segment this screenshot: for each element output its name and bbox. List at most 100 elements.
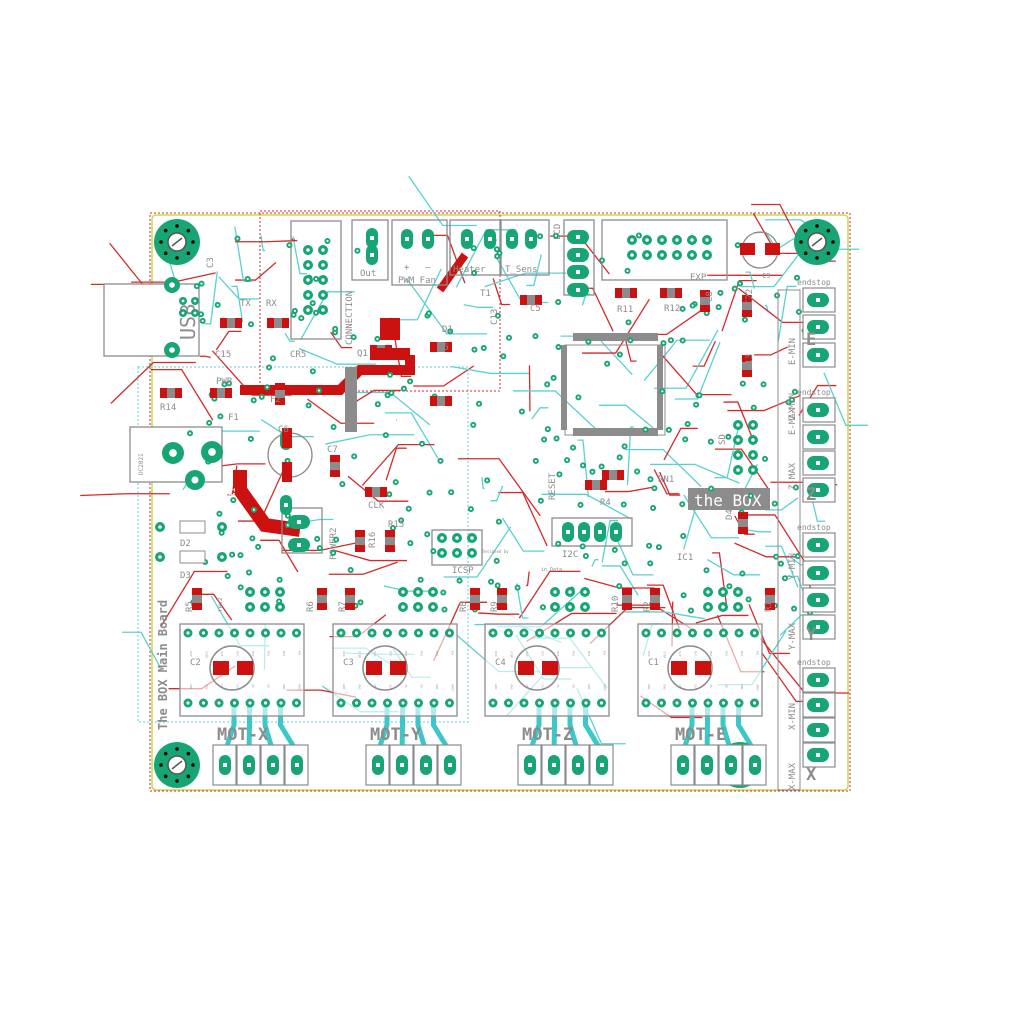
cap-pad: [518, 661, 534, 675]
via-drill: [341, 482, 344, 486]
drill-hole: [169, 347, 175, 353]
screw-slot: [171, 237, 183, 247]
sense-resistor: [497, 588, 507, 595]
endstop-title: endstop: [797, 523, 831, 532]
component-label: R12: [664, 304, 680, 314]
driver-pin-label: VMOT: [603, 684, 607, 691]
trace: [235, 261, 277, 281]
via-drill: [774, 555, 778, 558]
component-label: C13: [490, 309, 500, 325]
driver-pin-label: STEP: [510, 651, 514, 658]
component-label: CR5: [290, 350, 306, 360]
q1-pad: [370, 348, 410, 360]
trace: [745, 271, 756, 289]
via-drill: [400, 519, 403, 522]
drill-hole: [690, 253, 694, 257]
endstop-terminal: [802, 587, 836, 613]
via-drill: [555, 437, 558, 440]
trace: [695, 614, 749, 624]
drill-hole: [614, 530, 618, 534]
sense-resistor-body: [497, 595, 507, 603]
driver-pin-label: GND: [435, 684, 439, 690]
cap-pad: [366, 661, 382, 675]
drill-hole: [321, 308, 325, 312]
r16-resistor-body: [355, 537, 365, 545]
trace: [408, 175, 477, 227]
sense-resistor: [317, 588, 327, 595]
motor-label: MOT-Y: [370, 725, 422, 745]
via-drill: [249, 437, 252, 440]
via-drill: [473, 348, 476, 351]
drill-hole: [385, 701, 390, 705]
drill-hole: [553, 701, 557, 705]
drill-hole: [401, 701, 405, 705]
drill-hole: [522, 701, 526, 705]
mounting-via: [163, 251, 168, 256]
via-drill: [314, 277, 318, 280]
drill-hole: [321, 263, 325, 267]
drill-hole: [186, 631, 190, 635]
d5-diode: [430, 342, 437, 352]
generated-components: [154, 219, 840, 791]
drill-hole: [263, 631, 268, 635]
drill-hole: [321, 293, 325, 297]
via-drill: [449, 330, 452, 333]
endstop-silk: [777, 289, 801, 791]
via-drill: [249, 323, 253, 326]
drill-hole: [736, 438, 740, 442]
driver-pin-label: EN: [756, 651, 760, 655]
via-drill: [618, 353, 621, 356]
trace: [215, 330, 242, 351]
drill-hole: [416, 631, 421, 635]
via-drill: [427, 312, 430, 315]
drill-hole: [583, 605, 587, 609]
brand-label: the BOX: [694, 491, 762, 510]
sense-resistor: [765, 603, 775, 610]
endstop-axis-label: Z: [806, 485, 816, 505]
sense-resistor: [345, 603, 355, 610]
trace: [624, 611, 706, 620]
trace: [591, 559, 599, 567]
drill-hole: [401, 605, 405, 609]
r12-resistor: [660, 288, 667, 298]
via-drill: [293, 309, 296, 313]
via-drill: [543, 438, 546, 441]
drill-hole: [432, 631, 436, 635]
pwr-led: [225, 388, 232, 398]
component-label: R4: [600, 498, 611, 508]
drill-hole: [522, 631, 526, 635]
component-label: D4: [725, 509, 735, 520]
via-drill: [657, 545, 661, 549]
drill-hole: [576, 235, 580, 239]
drill-hole: [248, 605, 252, 609]
trace: [577, 439, 590, 498]
via-drill: [787, 401, 790, 404]
via-drill: [627, 321, 630, 324]
via-drill: [496, 584, 499, 587]
component-label: RN1: [658, 475, 674, 485]
cap-pad: [390, 661, 406, 675]
tx-led: [220, 318, 227, 328]
tx-led: [235, 318, 242, 328]
component-label: R11: [617, 305, 633, 315]
via-drill: [486, 479, 489, 482]
driver-pin-label: 2A: [404, 684, 408, 688]
power2-label: POWER2: [329, 527, 339, 560]
via-drill: [246, 277, 249, 281]
drill-hole: [660, 253, 664, 257]
via-drill: [300, 317, 303, 320]
drill-hole: [506, 631, 511, 635]
via-drill: [738, 282, 742, 285]
r11-resistor: [615, 288, 622, 298]
driver-pin-label: 1B: [373, 684, 377, 688]
via-drill: [496, 255, 499, 258]
sense-resistor: [192, 588, 202, 595]
trace: [518, 570, 581, 619]
resistor-label: R6: [306, 601, 316, 612]
driver-pin-label: SLP: [525, 651, 529, 657]
power2-terminal: [281, 507, 323, 554]
r16-resistor: [355, 545, 365, 552]
designed-by: Designed by: [482, 549, 509, 554]
r14-resistor: [175, 388, 182, 398]
trace: [457, 458, 541, 517]
